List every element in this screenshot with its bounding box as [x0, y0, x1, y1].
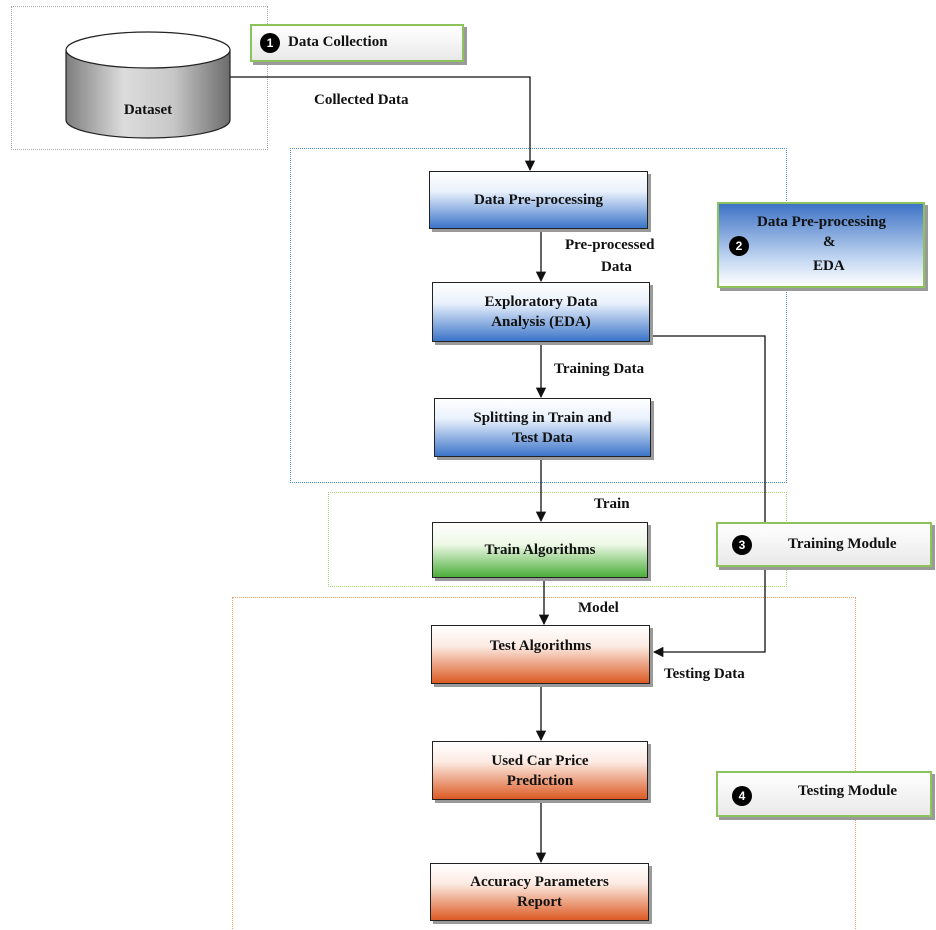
splitting-box: Splitting in Train and Test Data — [434, 398, 651, 457]
dataset-cylinder: Dataset — [65, 31, 231, 139]
data-collection-tag-label: Data Collection — [288, 34, 388, 50]
model-label: Model — [578, 600, 619, 616]
step-1-badge: 1 — [260, 33, 280, 53]
data-preprocessing-box-label: Data Pre-processing — [473, 192, 603, 208]
test-algorithms-box: Test Algorithms — [431, 625, 650, 684]
eda-box-line-1: Exploratory Data — [484, 294, 598, 310]
preprocessing-tag-line-3: EDA — [813, 258, 845, 274]
accuracy-report-box: Accuracy Parameters Report — [430, 863, 649, 921]
train-label: Train — [594, 496, 630, 512]
data-collection-region — [11, 6, 268, 150]
preprocessed-data-label-line-1: Pre-processed — [565, 237, 655, 253]
splitting-box-line-1: Splitting in Train and — [473, 409, 612, 426]
accuracy-box-line-1: Accuracy Parameters — [470, 874, 609, 890]
prediction-box-line-1: Used Car Price — [491, 752, 589, 769]
eda-box: Exploratory Data Analysis (EDA) — [432, 282, 650, 342]
testing-data-arrow — [652, 335, 766, 658]
train-algorithms-box-label: Train Algorithms — [484, 542, 596, 558]
preprocessing-tag-line-1: Data Pre-processing — [757, 214, 887, 230]
preprocessing-eda-tag: 2 Data Pre-processing & EDA — [717, 202, 925, 288]
testing-module-tag-label: Testing Module — [798, 783, 898, 799]
preprocessed-data-label-line-2: Data — [601, 259, 632, 275]
step-3-badge: 3 — [732, 535, 752, 555]
prediction-box-line-2: Prediction — [506, 772, 574, 789]
preprocessing-region — [290, 148, 787, 483]
data-preprocessing-box: Data Pre-processing — [429, 171, 648, 229]
test-algorithms-box-label: Test Algorithms — [489, 638, 592, 654]
accuracy-box-line-2: Report — [517, 894, 562, 910]
testing-module-tag: 4 Testing Module — [716, 771, 932, 817]
dataset-label: Dataset — [124, 102, 172, 118]
training-data-label: Training Data — [554, 361, 645, 377]
step-4-badge: 4 — [732, 786, 752, 806]
testing-data-label: Testing Data — [664, 666, 745, 682]
training-module-tag: 3 Training Module — [716, 522, 932, 567]
used-car-price-prediction-box: Used Car Price Prediction — [432, 741, 648, 800]
train-algorithms-box: Train Algorithms — [432, 522, 648, 578]
collected-data-label: Collected Data — [314, 92, 409, 108]
preprocessing-tag-line-2: & — [823, 234, 836, 250]
data-collection-tag: 1 Data Collection — [250, 24, 464, 62]
training-module-tag-label: Training Module — [788, 536, 897, 552]
eda-box-line-2: Analysis (EDA) — [491, 314, 591, 330]
step-2-badge: 2 — [729, 236, 749, 256]
splitting-box-line-2: Test Data — [512, 429, 573, 446]
collected-data-arrow — [230, 76, 536, 172]
